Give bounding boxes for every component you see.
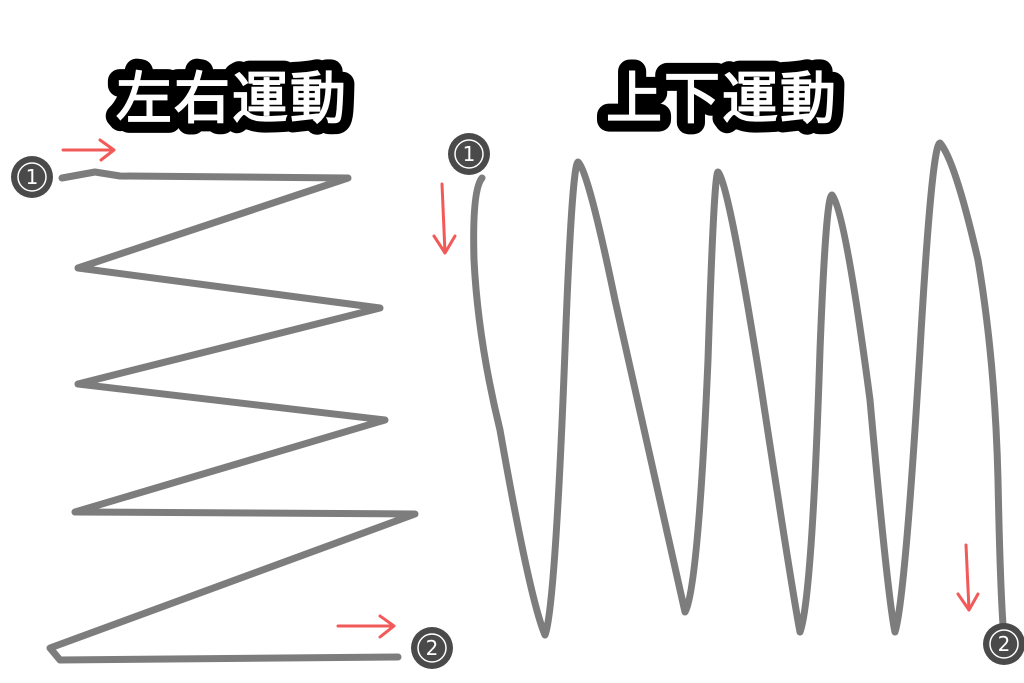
end-marker-right: 2 [983, 623, 1024, 665]
arrow-down-right [956, 543, 980, 612]
end-marker-left: 2 [411, 627, 453, 669]
vertical-zigzag-stroke [470, 139, 1007, 639]
arrow-down-left [432, 182, 457, 255]
arrow-right-bottom [336, 614, 396, 639]
svg-text:1: 1 [26, 165, 39, 189]
svg-text:2: 2 [426, 636, 439, 660]
left-title: 左右運動 [116, 67, 348, 132]
svg-text:2: 2 [998, 632, 1011, 656]
right-title: 上下運動 [606, 67, 838, 132]
start-marker-right: 1 [448, 133, 490, 175]
horizontal-zigzag-stroke [46, 168, 419, 664]
start-marker-left: 1 [11, 156, 53, 198]
arrow-right-top [61, 138, 116, 162]
svg-text:1: 1 [463, 142, 476, 166]
